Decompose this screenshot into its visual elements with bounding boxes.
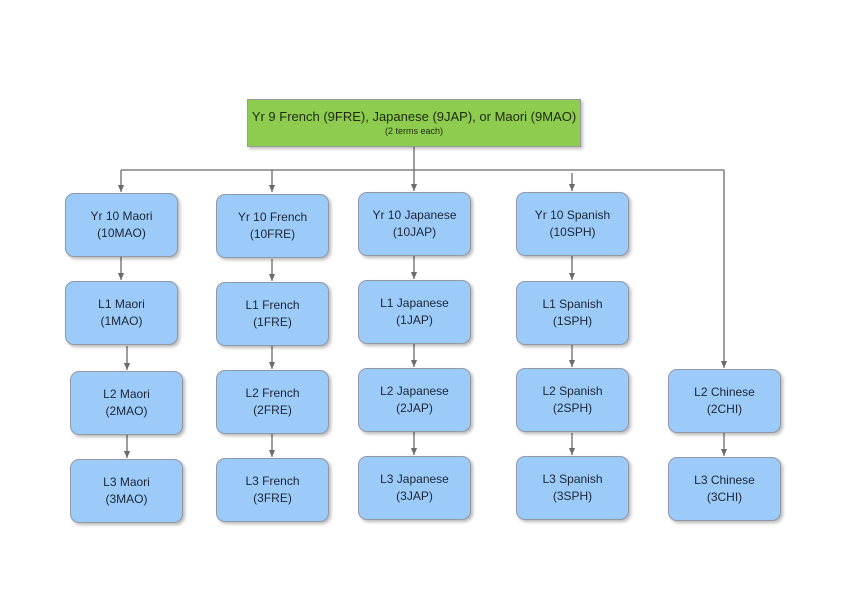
node-l1-japanese: L1 Japanese (1JAP) — [358, 280, 471, 344]
node-l1-maori: L1 Maori (1MAO) — [65, 281, 178, 345]
node-name: L2 Spanish — [542, 384, 603, 398]
node-l1-spanish: L1 Spanish (1SPH) — [516, 281, 629, 345]
node-code: (10JAP) — [392, 225, 437, 239]
node-code: (3CHI) — [706, 490, 743, 504]
node-name: L3 Spanish — [542, 472, 603, 486]
node-yr10-french: Yr 10 French (10FRE) — [216, 194, 329, 258]
node-code: (10SPH) — [549, 225, 596, 239]
node-code: (10MAO) — [97, 226, 146, 240]
node-name: Yr 10 Spanish — [534, 208, 611, 222]
node-yr10-japanese: Yr 10 Japanese (10JAP) — [358, 192, 471, 256]
node-code: (10FRE) — [249, 227, 296, 241]
node-code: (1JAP) — [396, 313, 433, 327]
node-code: (3SPH) — [552, 489, 593, 503]
node-l2-chinese: L2 Chinese (2CHI) — [668, 369, 781, 433]
node-l3-spanish: L3 Spanish (3SPH) — [516, 456, 629, 520]
root-subtitle: (2 terms each) — [384, 126, 444, 136]
node-name: Yr 10 French — [237, 210, 308, 224]
node-l3-japanese: L3 Japanese (3JAP) — [358, 456, 471, 520]
node-l2-japanese: L2 Japanese (2JAP) — [358, 368, 471, 432]
node-yr10-maori: Yr 10 Maori (10MAO) — [65, 193, 178, 257]
node-code: (1SPH) — [552, 314, 593, 328]
node-name: L1 Maori — [98, 297, 145, 311]
node-code: (3JAP) — [396, 489, 433, 503]
node-name: L1 French — [245, 298, 300, 312]
node-name: L2 Chinese — [694, 385, 755, 399]
node-code: (3FRE) — [253, 491, 292, 505]
node-name: L2 Maori — [103, 387, 150, 401]
node-code: (2JAP) — [396, 401, 433, 415]
node-name: L3 Japanese — [380, 472, 449, 486]
node-l3-french: L3 French (3FRE) — [216, 458, 329, 522]
node-name: L2 French — [245, 386, 300, 400]
node-code: (1FRE) — [253, 315, 292, 329]
node-yr10-spanish: Yr 10 Spanish (10SPH) — [516, 192, 629, 256]
node-l3-chinese: L3 Chinese (3CHI) — [668, 457, 781, 521]
node-code: (2SPH) — [552, 401, 593, 415]
node-name: L3 Maori — [103, 475, 150, 489]
node-name: L2 Japanese — [380, 384, 449, 398]
node-name: L3 Chinese — [694, 473, 755, 487]
node-l1-french: L1 French (1FRE) — [216, 282, 329, 346]
node-name: L1 Japanese — [380, 296, 449, 310]
node-code: (1MAO) — [100, 314, 143, 328]
node-l3-maori: L3 Maori (3MAO) — [70, 459, 183, 523]
node-code: (2MAO) — [105, 404, 148, 418]
node-l2-maori: L2 Maori (2MAO) — [70, 371, 183, 435]
node-name: Yr 10 Japanese — [372, 208, 457, 222]
root-title: Yr 9 French (9FRE), Japanese (9JAP), or … — [251, 109, 577, 124]
node-code: (3MAO) — [105, 492, 148, 506]
node-l2-spanish: L2 Spanish (2SPH) — [516, 368, 629, 432]
node-code: (2CHI) — [706, 402, 743, 416]
node-code: (2FRE) — [253, 403, 292, 417]
root-node-yr9: Yr 9 French (9FRE), Japanese (9JAP), or … — [247, 99, 581, 147]
node-l2-french: L2 French (2FRE) — [216, 370, 329, 434]
node-name: Yr 10 Maori — [90, 209, 153, 223]
node-name: L1 Spanish — [542, 297, 603, 311]
node-name: L3 French — [245, 474, 300, 488]
